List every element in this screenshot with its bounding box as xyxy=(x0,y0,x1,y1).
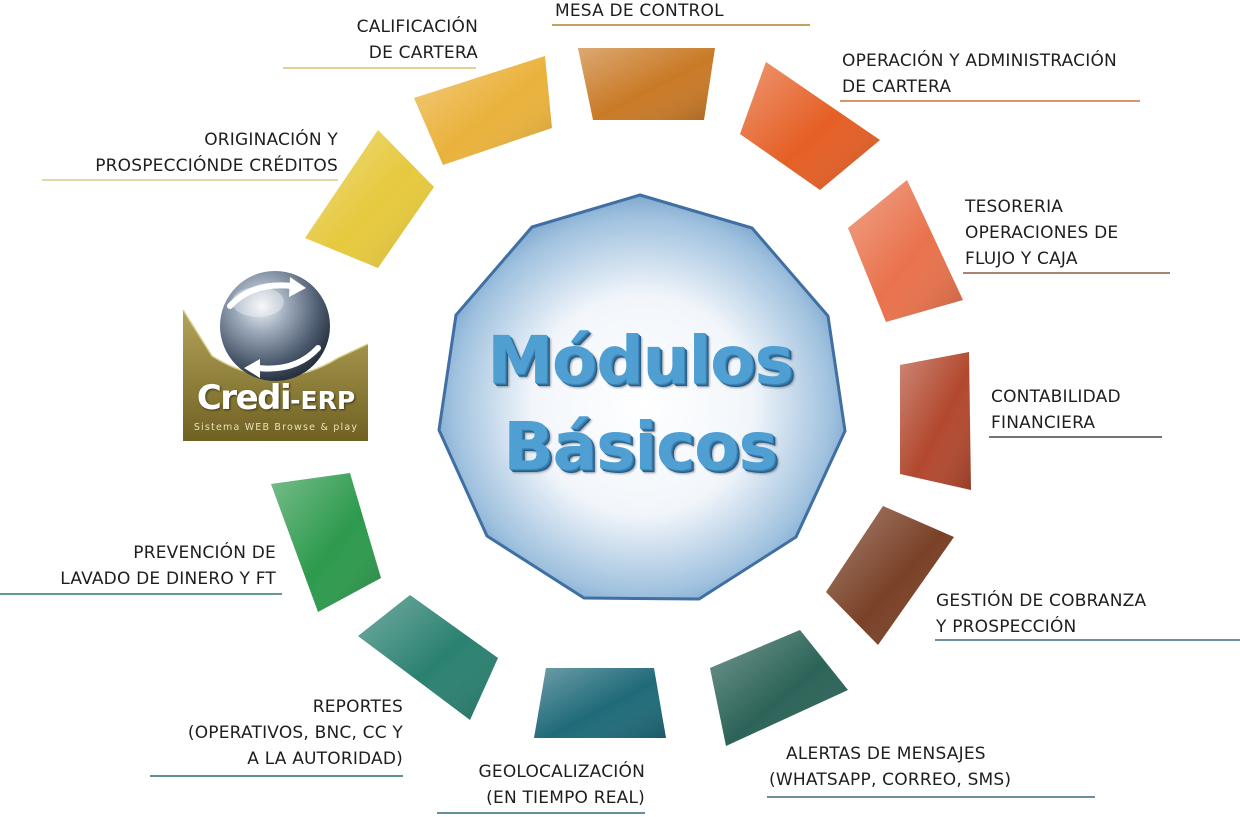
module-label-line: (EN TIEMPO REAL) xyxy=(486,788,645,808)
module-label-line: GEOLOCALIZACIÓN xyxy=(478,762,645,782)
module-label-contabilidad[interactable]: CONTABILIDAD FINANCIERA xyxy=(991,384,1121,436)
module-label-line: GESTIÓN DE COBRANZA xyxy=(936,591,1147,611)
module-label-line: OPERACIONES DE xyxy=(965,223,1119,243)
center-hub xyxy=(437,193,847,601)
module-label-mesa-de-control[interactable]: MESA DE CONTROL xyxy=(555,0,724,24)
module-tile-calificacion[interactable] xyxy=(414,56,552,165)
module-label-line: LAVADO DE DINERO Y FT xyxy=(60,569,276,589)
globe-arrows-icon xyxy=(220,271,330,381)
center-title-line-2: Básicos xyxy=(503,408,778,485)
center-title-line-1: Módulos xyxy=(487,322,794,399)
module-label-calificacion[interactable]: CALIFICACIÓN DE CARTERA xyxy=(290,14,478,66)
logo-tagline: Sistema WEB Browse & play xyxy=(193,422,359,433)
module-label-tesoreria[interactable]: TESORERIA OPERACIONES DE FLUJO Y CAJA xyxy=(965,194,1118,272)
module-label-line: FINANCIERA xyxy=(991,413,1096,433)
module-label-line: ALERTAS DE MENSAJES xyxy=(786,744,986,764)
logo-suffix: -ERP xyxy=(290,386,356,415)
module-label-line: TESORERIA xyxy=(965,197,1064,217)
module-label-line: (WHATSAPP, CORREO, SMS) xyxy=(769,770,1012,790)
credi-erp-logo xyxy=(182,271,369,441)
module-label-gestion-cobranza[interactable]: GESTIÓN DE COBRANZA Y PROSPECCIÓN xyxy=(936,588,1146,640)
center-title: Módulos Básicos xyxy=(430,318,850,490)
module-label-originacion[interactable]: ORIGINACIÓN Y PROSPECCIÓNDE CRÉDITOS xyxy=(40,127,338,179)
module-label-geolocalizacion[interactable]: GEOLOCALIZACIÓN (EN TIEMPO REAL) xyxy=(420,759,645,811)
module-label-line: FLUJO Y CAJA xyxy=(965,249,1078,269)
module-label-line: A LA AUTORIDAD) xyxy=(247,749,403,769)
module-label-line: PROSPECCIÓNDE CRÉDITOS xyxy=(95,156,338,176)
module-label-line: ORIGINACIÓN Y xyxy=(204,130,338,150)
logo-wordmark: Credi-ERP xyxy=(183,378,369,418)
module-label-alertas-mensajes[interactable]: ALERTAS DE MENSAJES (WHATSAPP, CORREO, S… xyxy=(769,741,1011,793)
module-tile-geolocalizacion[interactable] xyxy=(534,668,666,738)
module-label-line: CONTABILIDAD xyxy=(991,387,1121,407)
module-tile-tesoreria[interactable] xyxy=(848,180,963,322)
module-label-reportes[interactable]: REPORTES (OPERATIVOS, BNC, CC Y A LA AUT… xyxy=(140,694,403,772)
module-tile-alertas-mensajes[interactable] xyxy=(710,630,848,746)
module-label-prevencion-lavado[interactable]: PREVENCIÓN DE LAVADO DE DINERO Y FT xyxy=(20,540,276,592)
module-label-line: Y PROSPECCIÓN xyxy=(936,617,1077,637)
module-label-operacion-administracion[interactable]: OPERACIÓN Y ADMINISTRACIÓN DE CARTERA xyxy=(842,48,1117,100)
module-label-line: MESA DE CONTROL xyxy=(555,1,724,21)
module-tile-mesa-de-control[interactable] xyxy=(578,48,715,120)
logo-name: Credi xyxy=(196,378,292,418)
module-label-line: DE CARTERA xyxy=(368,43,478,63)
module-label-line: PREVENCIÓN DE xyxy=(133,543,276,563)
module-label-line: CALIFICACIÓN xyxy=(356,17,478,37)
module-label-line: DE CARTERA xyxy=(842,77,952,97)
module-tile-prevencion-lavado[interactable] xyxy=(271,473,381,612)
module-label-line: OPERACIÓN Y ADMINISTRACIÓN xyxy=(842,51,1117,71)
module-tile-gestion-cobranza[interactable] xyxy=(826,506,954,645)
module-tile-contabilidad[interactable] xyxy=(900,352,971,490)
module-label-line: (OPERATIVOS, BNC, CC Y xyxy=(187,723,403,743)
module-label-line: REPORTES xyxy=(312,697,403,717)
